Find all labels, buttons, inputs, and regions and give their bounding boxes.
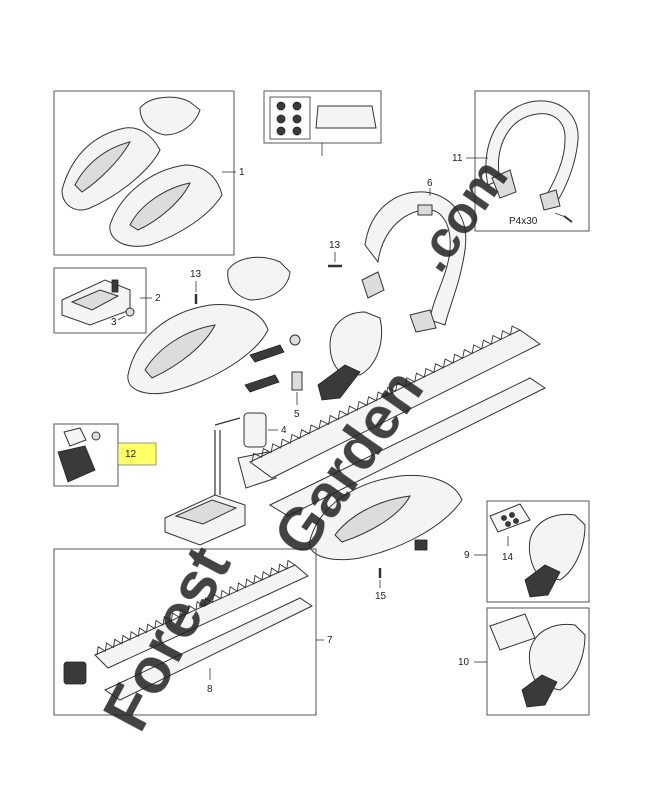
callout-9: 9	[464, 550, 470, 561]
front-handle-mount-right	[409, 309, 437, 333]
motor-cover	[227, 256, 291, 301]
label-sticker-14	[489, 503, 531, 533]
highlight-callout-12	[117, 442, 157, 466]
hand-guard-kit-9	[528, 513, 586, 581]
gear-box	[63, 661, 87, 685]
motor-wires	[214, 417, 241, 495]
switch-trigger	[57, 445, 96, 483]
housing-half-left-inner	[74, 141, 131, 193]
callout-1: 1	[239, 167, 245, 178]
callout-3: 3	[111, 317, 117, 328]
group-rear-handle: P4x30 11	[452, 90, 590, 232]
callout-5: 5	[294, 409, 300, 420]
group-labels	[263, 90, 382, 156]
box-labels	[263, 90, 382, 144]
blade-main	[249, 329, 541, 479]
callout-6: 6	[427, 178, 433, 189]
front-handle-mount-left	[361, 271, 385, 299]
callout-4: 4	[281, 425, 287, 436]
callout-11: 11	[452, 153, 463, 164]
group-guard-kit-10: 10	[458, 607, 590, 716]
group-main-assembly: 13 13 5 4 6	[127, 178, 546, 602]
box-rear-handle	[474, 90, 590, 232]
group-blade-assembly: 8 7	[53, 548, 333, 716]
callout-2: 2	[155, 293, 161, 304]
rear-handle-mount	[491, 169, 517, 199]
callout-14: 14	[502, 552, 514, 563]
blade-guard-main	[268, 377, 546, 517]
group-housing: 1	[53, 90, 245, 256]
hand-guard-kit-10	[528, 623, 586, 691]
label-sticker-warnings	[269, 96, 311, 140]
part-5	[291, 371, 303, 391]
main-housing-left	[127, 303, 269, 395]
screw-size-label: P4x30	[509, 216, 538, 227]
box-housing	[53, 90, 235, 256]
pivot	[289, 334, 301, 346]
callout-8: 8	[207, 684, 213, 695]
hand-guard	[329, 311, 383, 376]
box-battery-terminal	[53, 267, 147, 334]
group-switch-kit: 12	[53, 423, 157, 487]
callout-10: 10	[458, 657, 470, 668]
box-blade-assembly	[53, 548, 317, 716]
screw	[563, 215, 573, 223]
motor	[243, 412, 267, 448]
blade-lower-teeth	[96, 559, 296, 656]
lever-b	[244, 374, 280, 393]
blade-main-teeth	[251, 325, 521, 463]
blade-guard-lower	[103, 597, 314, 701]
callout-13-left: 13	[190, 269, 202, 280]
rear-handle-mount-2	[539, 189, 561, 211]
hand-guard-base	[317, 364, 361, 401]
sticker-10	[489, 613, 536, 651]
terminal-screw	[125, 307, 135, 317]
watermark-text-domain: .com	[402, 149, 519, 282]
callout-7: 7	[327, 635, 333, 646]
lock-button	[414, 539, 428, 551]
lever-a	[249, 344, 285, 363]
label-sticker-plate	[315, 105, 377, 129]
callout-12: 12	[125, 449, 137, 460]
callout-15: 15	[375, 591, 387, 602]
box-guard-kit-9	[486, 500, 590, 603]
group-guard-kit-9: 14 9	[464, 500, 590, 603]
callout-13-top: 13	[329, 240, 341, 251]
box-guard-kit-10	[486, 607, 590, 716]
housing-half-right-inner	[129, 182, 191, 231]
group-battery-terminal: 2 3	[53, 267, 161, 334]
housing-cover	[139, 96, 201, 136]
